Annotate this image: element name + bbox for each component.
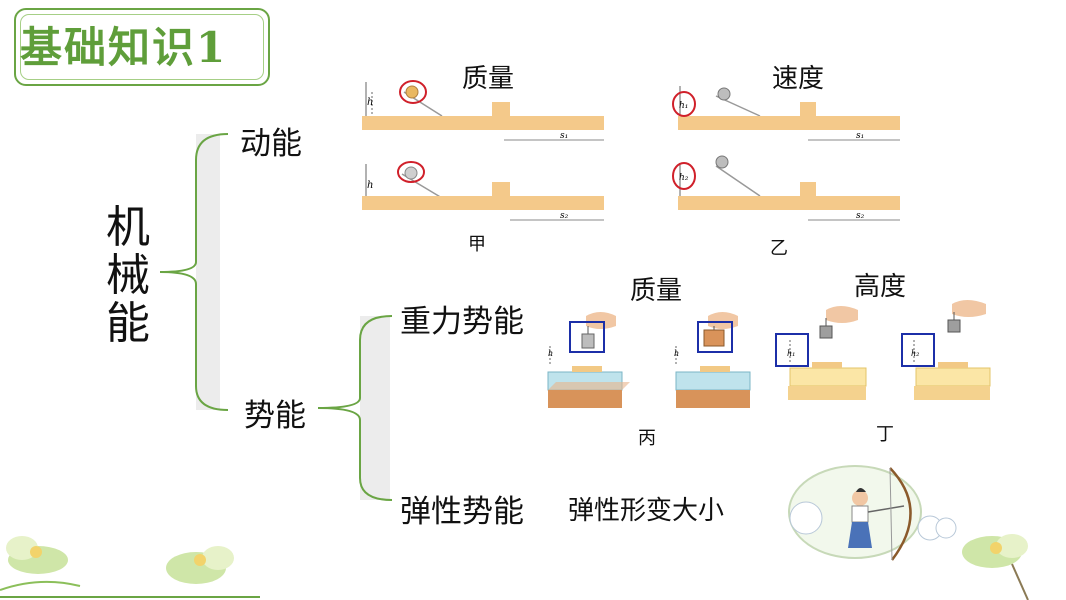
fig-b-bottom-s2: s₂ [856, 211, 865, 221]
fig-a-top-h: h [367, 97, 373, 108]
root-char-1: 机 [106, 202, 150, 253]
gravity-figure-c-2 [675, 312, 751, 408]
gravity-figure-c-1 [547, 312, 630, 408]
branch-elastic: 弹性势能 [400, 494, 524, 530]
fig-c-2-h: h [674, 349, 679, 358]
main-bracket [159, 133, 229, 411]
fig-d-1-h1: h₁ [787, 349, 795, 358]
figure-a-label: 甲 [468, 234, 486, 255]
fig-b-top-s1: s₁ [856, 131, 864, 141]
branch-potential: 势能 [244, 398, 306, 434]
flower-decoration-middle [166, 546, 234, 584]
page-title: 基础知识1 [20, 23, 228, 72]
title-frame-inner [20, 14, 264, 80]
fig-a-top-s1: s₁ [560, 131, 568, 141]
kinetic-figure-b-bottom [672, 155, 900, 221]
root-char-3: 能 [106, 298, 150, 349]
kinetic-mass-label: 质量 [462, 64, 515, 94]
fig-d-2-h2: h₂ [911, 349, 919, 358]
fig-b-top-h1: h₁ [679, 101, 688, 111]
kinetic-figure-b-top [672, 86, 900, 141]
gravity-mass-label: 质量 [630, 276, 683, 306]
elastic-factor: 弹性形变大小 [568, 496, 725, 526]
fig-a-bottom-h: h [367, 180, 373, 191]
archer-illustration [788, 465, 957, 561]
flower-decoration-left [0, 536, 81, 591]
root-char-2: 械 [106, 250, 150, 301]
flower-decoration-right [962, 534, 1029, 600]
fig-a-bottom-s2: s₂ [560, 211, 569, 221]
figure-d-label: 丁 [876, 424, 894, 445]
figure-c-label: 丙 [638, 428, 656, 449]
branch-kinetic: 动能 [240, 126, 302, 162]
fig-b-bottom-h2: h₂ [679, 173, 689, 183]
root-label: 机 械 能 [104, 204, 152, 348]
figure-b-label: 乙 [770, 238, 788, 259]
potential-bracket [317, 315, 393, 501]
kinetic-speed-label: 速度 [772, 64, 825, 94]
title-frame [14, 8, 270, 86]
gravity-figure-d-1 [775, 306, 867, 400]
gravity-height-label: 高度 [854, 272, 907, 302]
gravity-figure-d-2 [901, 300, 991, 400]
kinetic-figure-a-top [362, 80, 604, 141]
branch-gravity: 重力势能 [400, 304, 524, 340]
kinetic-figure-a-bottom [362, 161, 604, 221]
fig-c-1-h: h [548, 349, 553, 358]
